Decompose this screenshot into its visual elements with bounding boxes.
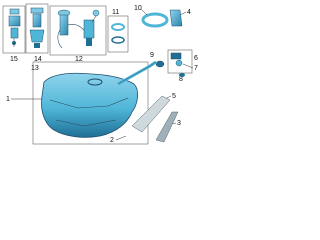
callout-4: 4: [187, 9, 191, 16]
callout-13: 13: [31, 65, 39, 72]
callout-15: 15: [10, 56, 18, 63]
callout-2: 2: [110, 137, 114, 144]
lock-ring-group: 11: [107, 9, 129, 53]
box-12: [49, 5, 107, 56]
heat-shield-group: 5 3 2: [110, 93, 181, 144]
fuel-sender-unit: [57, 9, 100, 49]
filler-cap: [155, 60, 165, 68]
fuel-system-parts-diagram: 15 14 12 11 10: [2, 3, 198, 145]
box-11: [107, 15, 129, 53]
callout-1: 1: [6, 96, 10, 103]
callout-6: 6: [194, 55, 198, 62]
fuel-pump-module: [8, 8, 21, 47]
bracket-group: 4: [169, 9, 191, 27]
callout-14: 14: [34, 56, 42, 63]
tank-strap: [155, 111, 179, 143]
seal-ring: [111, 36, 125, 44]
fuel-pump-module-group: 15: [2, 5, 26, 63]
sender-unit-group: 12: [49, 5, 107, 63]
lock-ring: [111, 23, 125, 31]
callout-12: 12: [75, 56, 83, 63]
callout-3: 3: [177, 120, 181, 127]
box-6: [167, 49, 193, 74]
heat-shield: [131, 95, 171, 133]
callout-7: 7: [194, 65, 198, 72]
filler-parts-group: 9 6 7 8: [150, 49, 198, 83]
box-13: [32, 61, 149, 145]
vent-valve: [170, 52, 183, 67]
pump-assembly: [29, 7, 45, 48]
callout-8: 8: [179, 76, 183, 83]
box-15: [2, 5, 26, 54]
tank-pump-opening: [87, 78, 103, 86]
seal: [179, 73, 185, 77]
pump-assembly-group: 14: [25, 3, 49, 63]
bracket: [169, 9, 183, 27]
cover-ring: [141, 12, 169, 28]
fuel-tank-group: 13 1: [6, 60, 157, 145]
fuel-tank: [41, 72, 138, 138]
callout-10: 10: [134, 5, 142, 12]
cover-ring-group: 10: [134, 5, 169, 28]
callout-5: 5: [172, 93, 176, 100]
box-14: [25, 3, 49, 54]
callout-11: 11: [112, 9, 119, 16]
callout-9: 9: [150, 52, 154, 59]
